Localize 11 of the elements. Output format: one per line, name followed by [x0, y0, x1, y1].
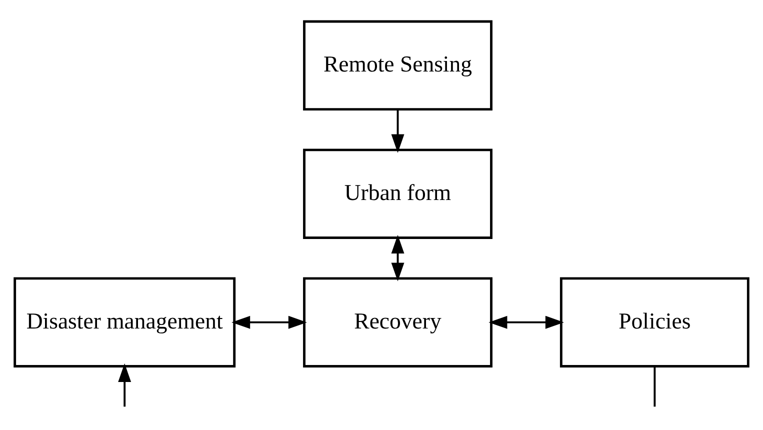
node-box: Urban form — [303, 148, 492, 239]
arrow — [118, 363, 132, 407]
node-box: Recovery — [303, 277, 492, 368]
arrow — [391, 109, 404, 153]
node-box: Disaster management — [14, 277, 236, 368]
node-box: Policies — [560, 277, 750, 368]
arrow — [232, 316, 307, 329]
node-box: Remote Sensing — [303, 20, 492, 111]
arrow — [391, 234, 404, 282]
arrow — [488, 316, 564, 329]
connector — [654, 366, 656, 407]
